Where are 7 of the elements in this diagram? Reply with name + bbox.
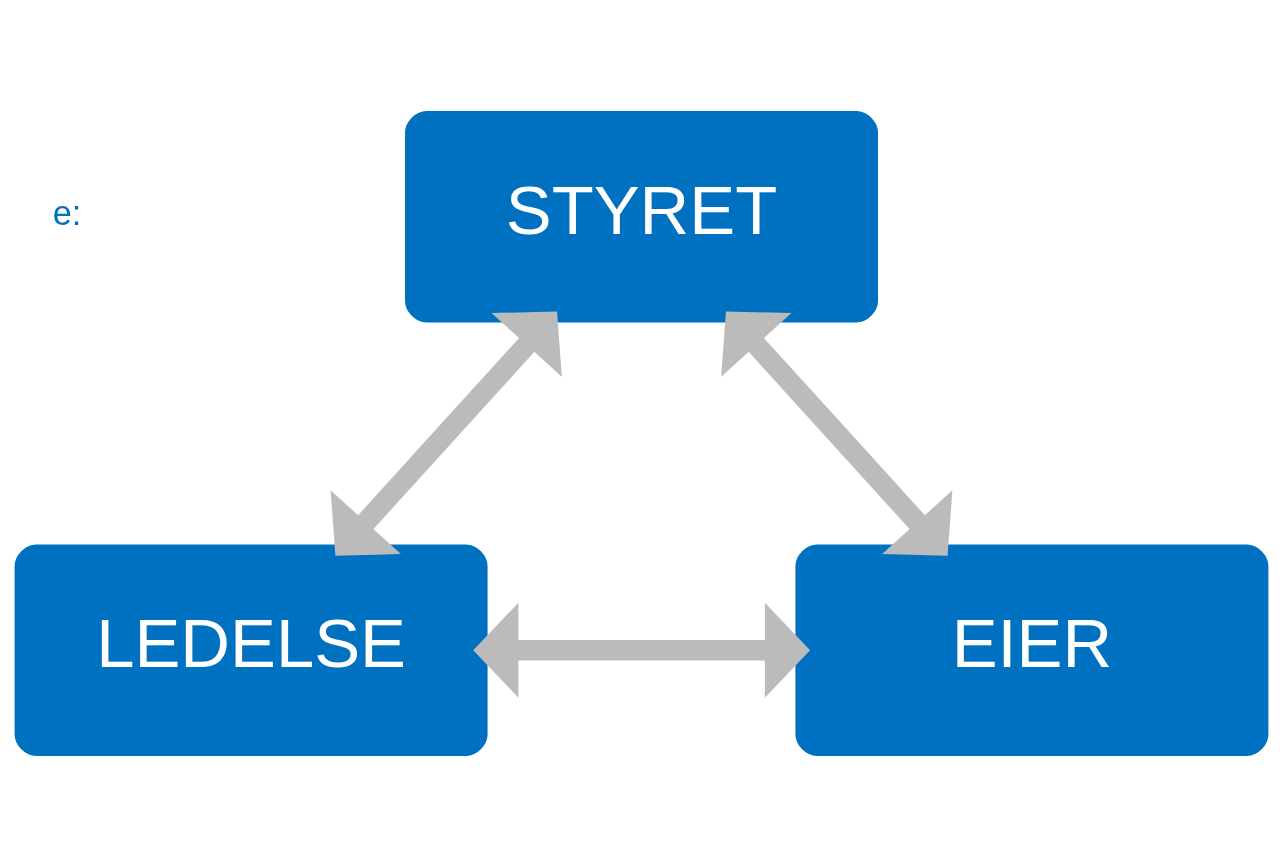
arrow: [473, 602, 811, 698]
node-box: LEDELSE: [14, 544, 488, 756]
arrow: [330, 311, 562, 556]
label: e:: [52, 194, 82, 233]
node-box: EIER: [795, 544, 1269, 756]
node-box: STYRET: [405, 111, 878, 323]
arrow: [721, 311, 953, 556]
